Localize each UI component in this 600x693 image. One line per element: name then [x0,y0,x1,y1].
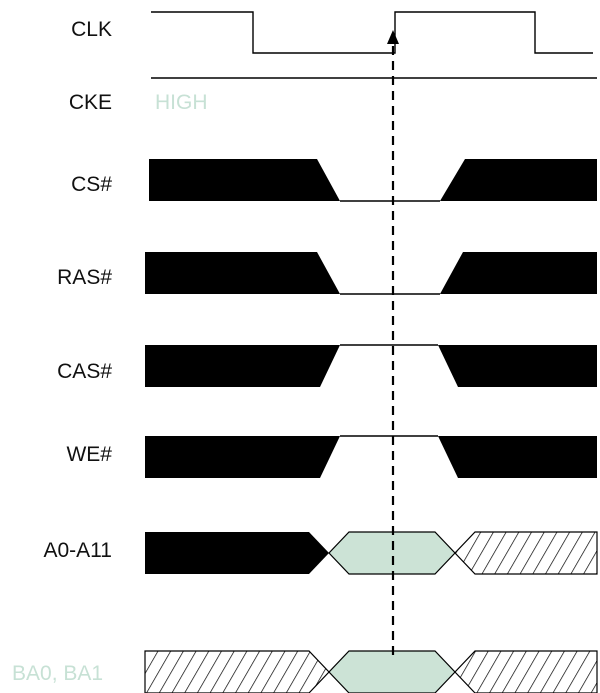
cke-state-label: HIGH [155,91,208,114]
clk-waveform [151,11,593,54]
ba-waveform [144,650,598,693]
ba-valid-cell [328,650,456,693]
cas-label: CAS# [57,360,112,383]
cke-label: CKE [69,91,112,114]
addr-label: A0-A11 [44,539,113,562]
clk-label: CLK [71,18,112,41]
we-label: WE# [66,443,112,466]
ba-dont-care-cell-right [454,650,598,693]
ba-dont-care-cell-left [144,650,330,693]
addr-waveform [145,531,598,575]
ras-label: RAS# [57,266,112,289]
arrow-up-icon [387,30,399,44]
we-waveform [145,435,597,478]
cs-label: CS# [71,173,112,196]
cas-waveform [145,344,597,387]
ras-waveform [145,252,597,295]
addr-dont-care-cell [454,531,598,575]
addr-valid-cell [328,531,456,575]
ba-label: BA0, BA1 [12,662,103,685]
cs-waveform [149,159,597,202]
